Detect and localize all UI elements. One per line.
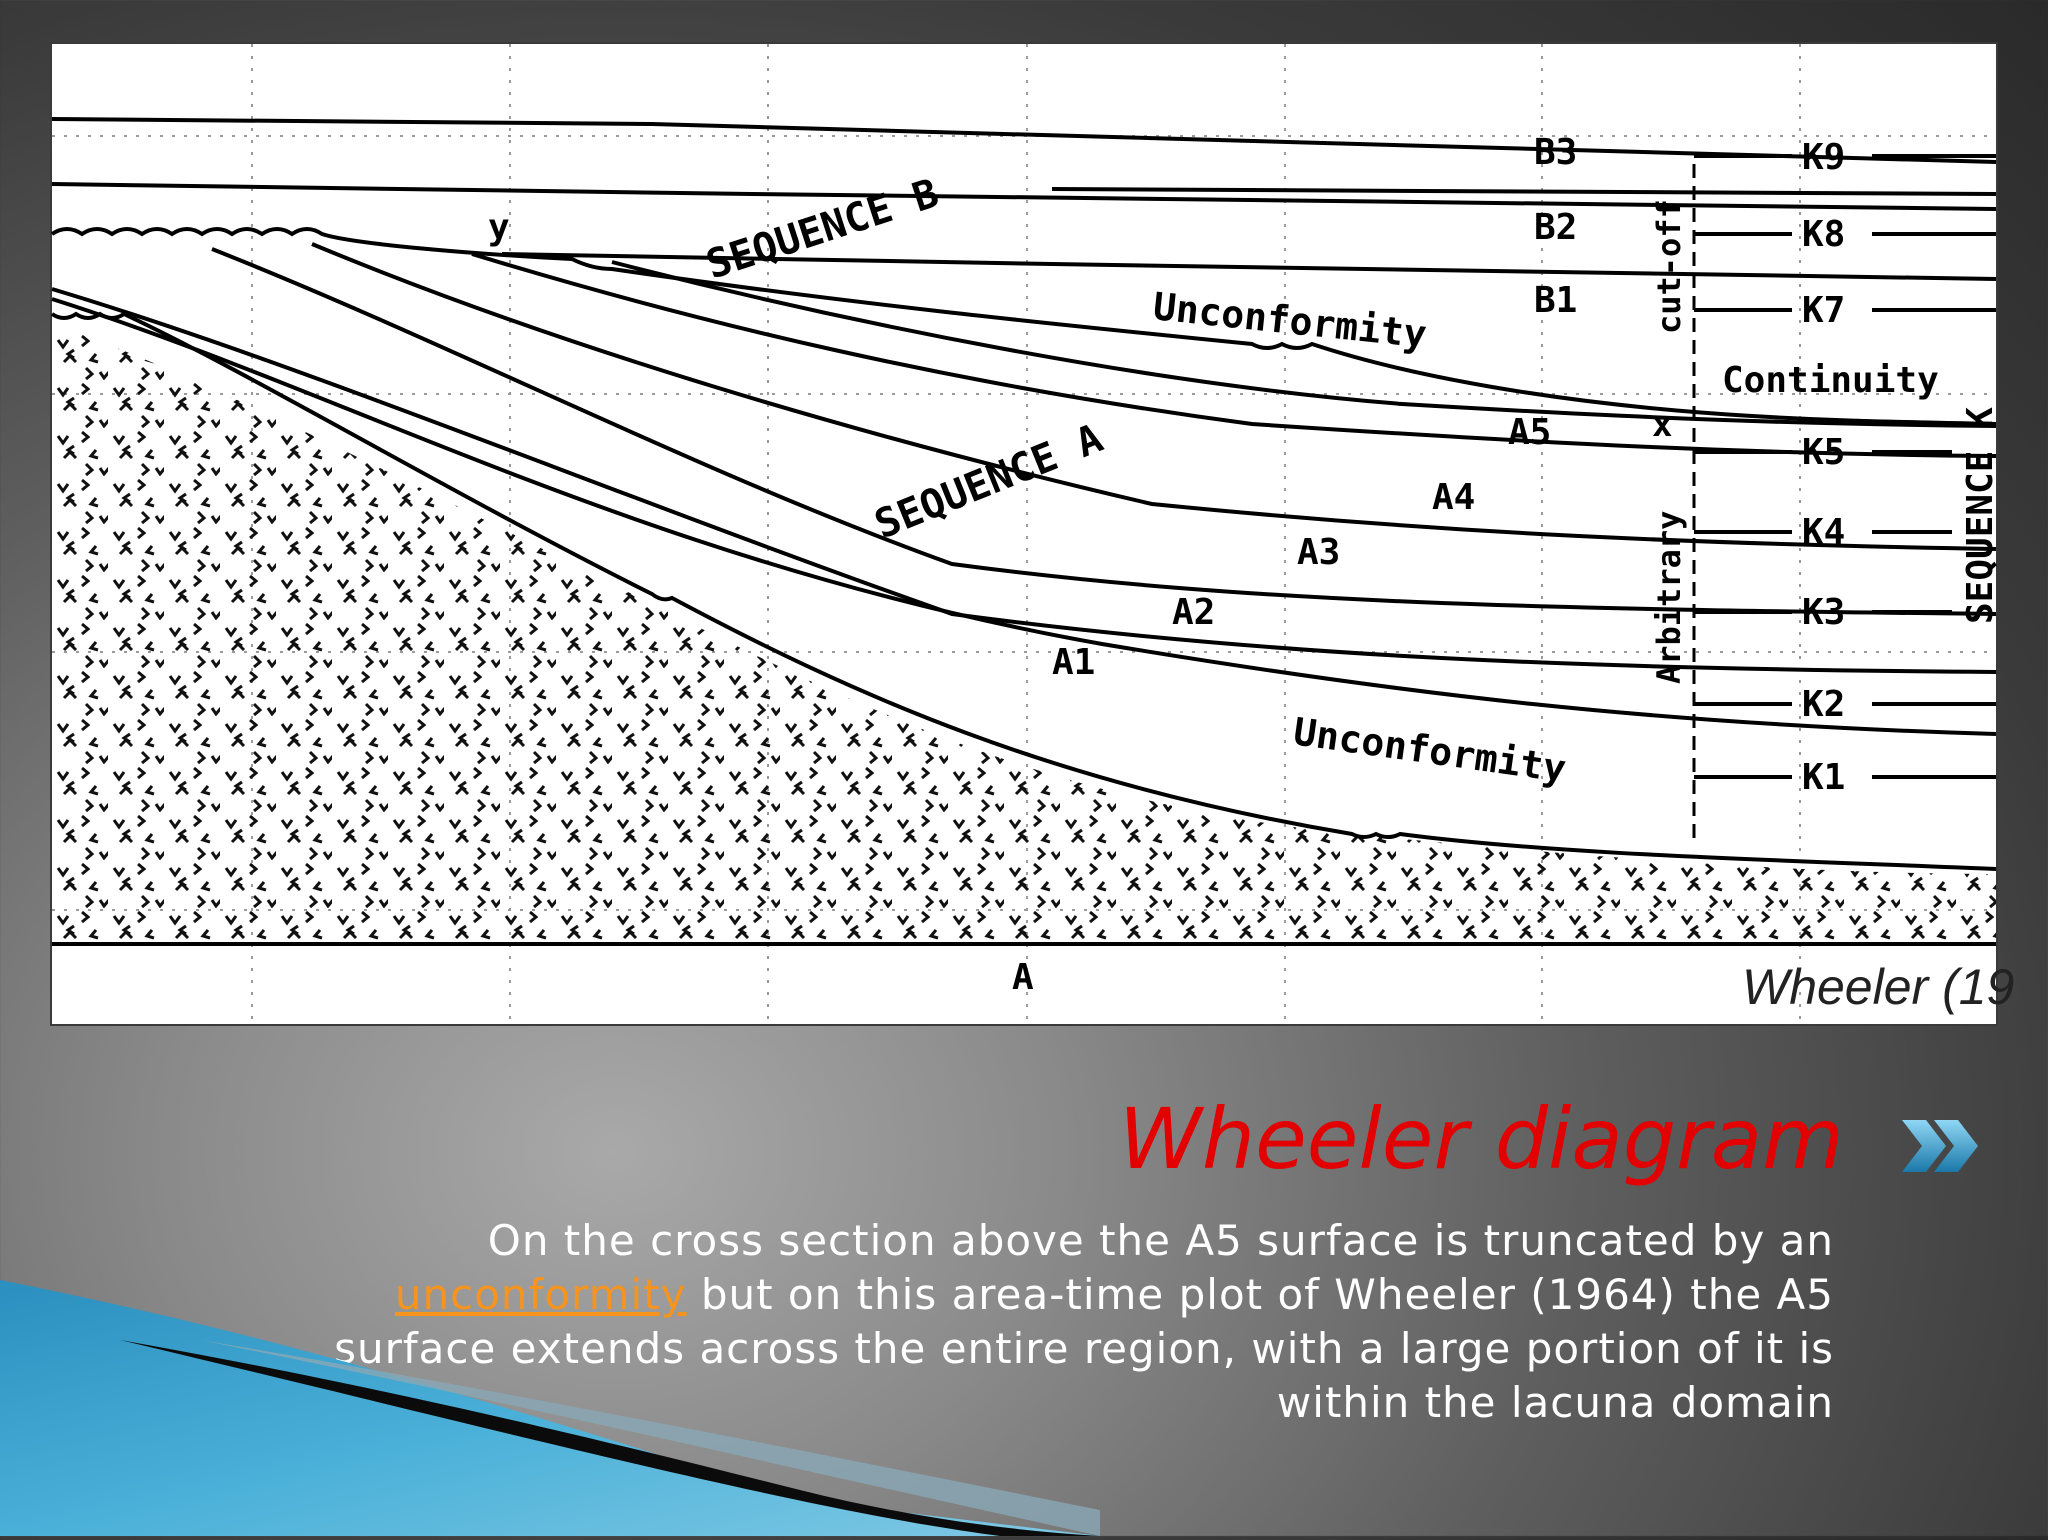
- surface-k4: K4: [1802, 512, 1845, 553]
- surface-a2: A2: [1172, 592, 1215, 633]
- surface-k8: K8: [1802, 214, 1845, 255]
- basement-rock: [52, 324, 1996, 944]
- surface-k7: K7: [1802, 290, 1845, 331]
- surface-a5: A5: [1508, 412, 1551, 453]
- label-sequence-b: SEQUENCE B: [701, 170, 944, 288]
- surface-a4: A4: [1432, 477, 1475, 518]
- surface-k5: K5: [1802, 432, 1845, 473]
- surface-k9: K9: [1802, 137, 1845, 178]
- corner-swoosh-decoration: [0, 1280, 1100, 1540]
- body-text-start: On the cross section above the A5 surfac…: [487, 1216, 1834, 1265]
- surface-k3: K3: [1802, 592, 1845, 633]
- marker-a: A: [1012, 957, 1034, 998]
- slide-title: Wheeler diagram: [1118, 1090, 1844, 1188]
- marker-x: x: [1652, 405, 1672, 445]
- label-sequence-a: SEQUENCE A: [869, 415, 1110, 548]
- surface-k2: K2: [1802, 684, 1845, 725]
- unconformity-link[interactable]: unconformity: [394, 1270, 687, 1319]
- surface-b1: B1: [1534, 280, 1577, 321]
- double-chevron-right-icon[interactable]: [1900, 1118, 1984, 1178]
- wheeler-cross-section-figure: SEQUENCE B SEQUENCE A SEQUENCE K Unconfo…: [50, 42, 2014, 1026]
- surface-b2: B2: [1534, 207, 1577, 248]
- surface-b3: B3: [1534, 132, 1577, 173]
- marker-y: y: [488, 207, 510, 248]
- surface-a3: A3: [1297, 532, 1340, 573]
- label-unconformity-lower: Unconformity: [1291, 709, 1569, 791]
- figure-credit: Wheeler (19: [1742, 959, 2014, 1015]
- slide-body-text: On the cross section above the A5 surfac…: [334, 1214, 1834, 1430]
- body-text-end: but on this area-time plot of Wheeler (1…: [334, 1270, 1834, 1427]
- label-sequence-k: SEQUENCE K: [1960, 407, 2001, 624]
- label-continuity: Continuity: [1722, 360, 1939, 401]
- surface-k1: K1: [1802, 757, 1845, 798]
- label-arbitrary: Arbitrary: [1650, 511, 1688, 684]
- surface-a1: A1: [1052, 642, 1095, 683]
- label-cutoff: cut-off: [1650, 199, 1688, 334]
